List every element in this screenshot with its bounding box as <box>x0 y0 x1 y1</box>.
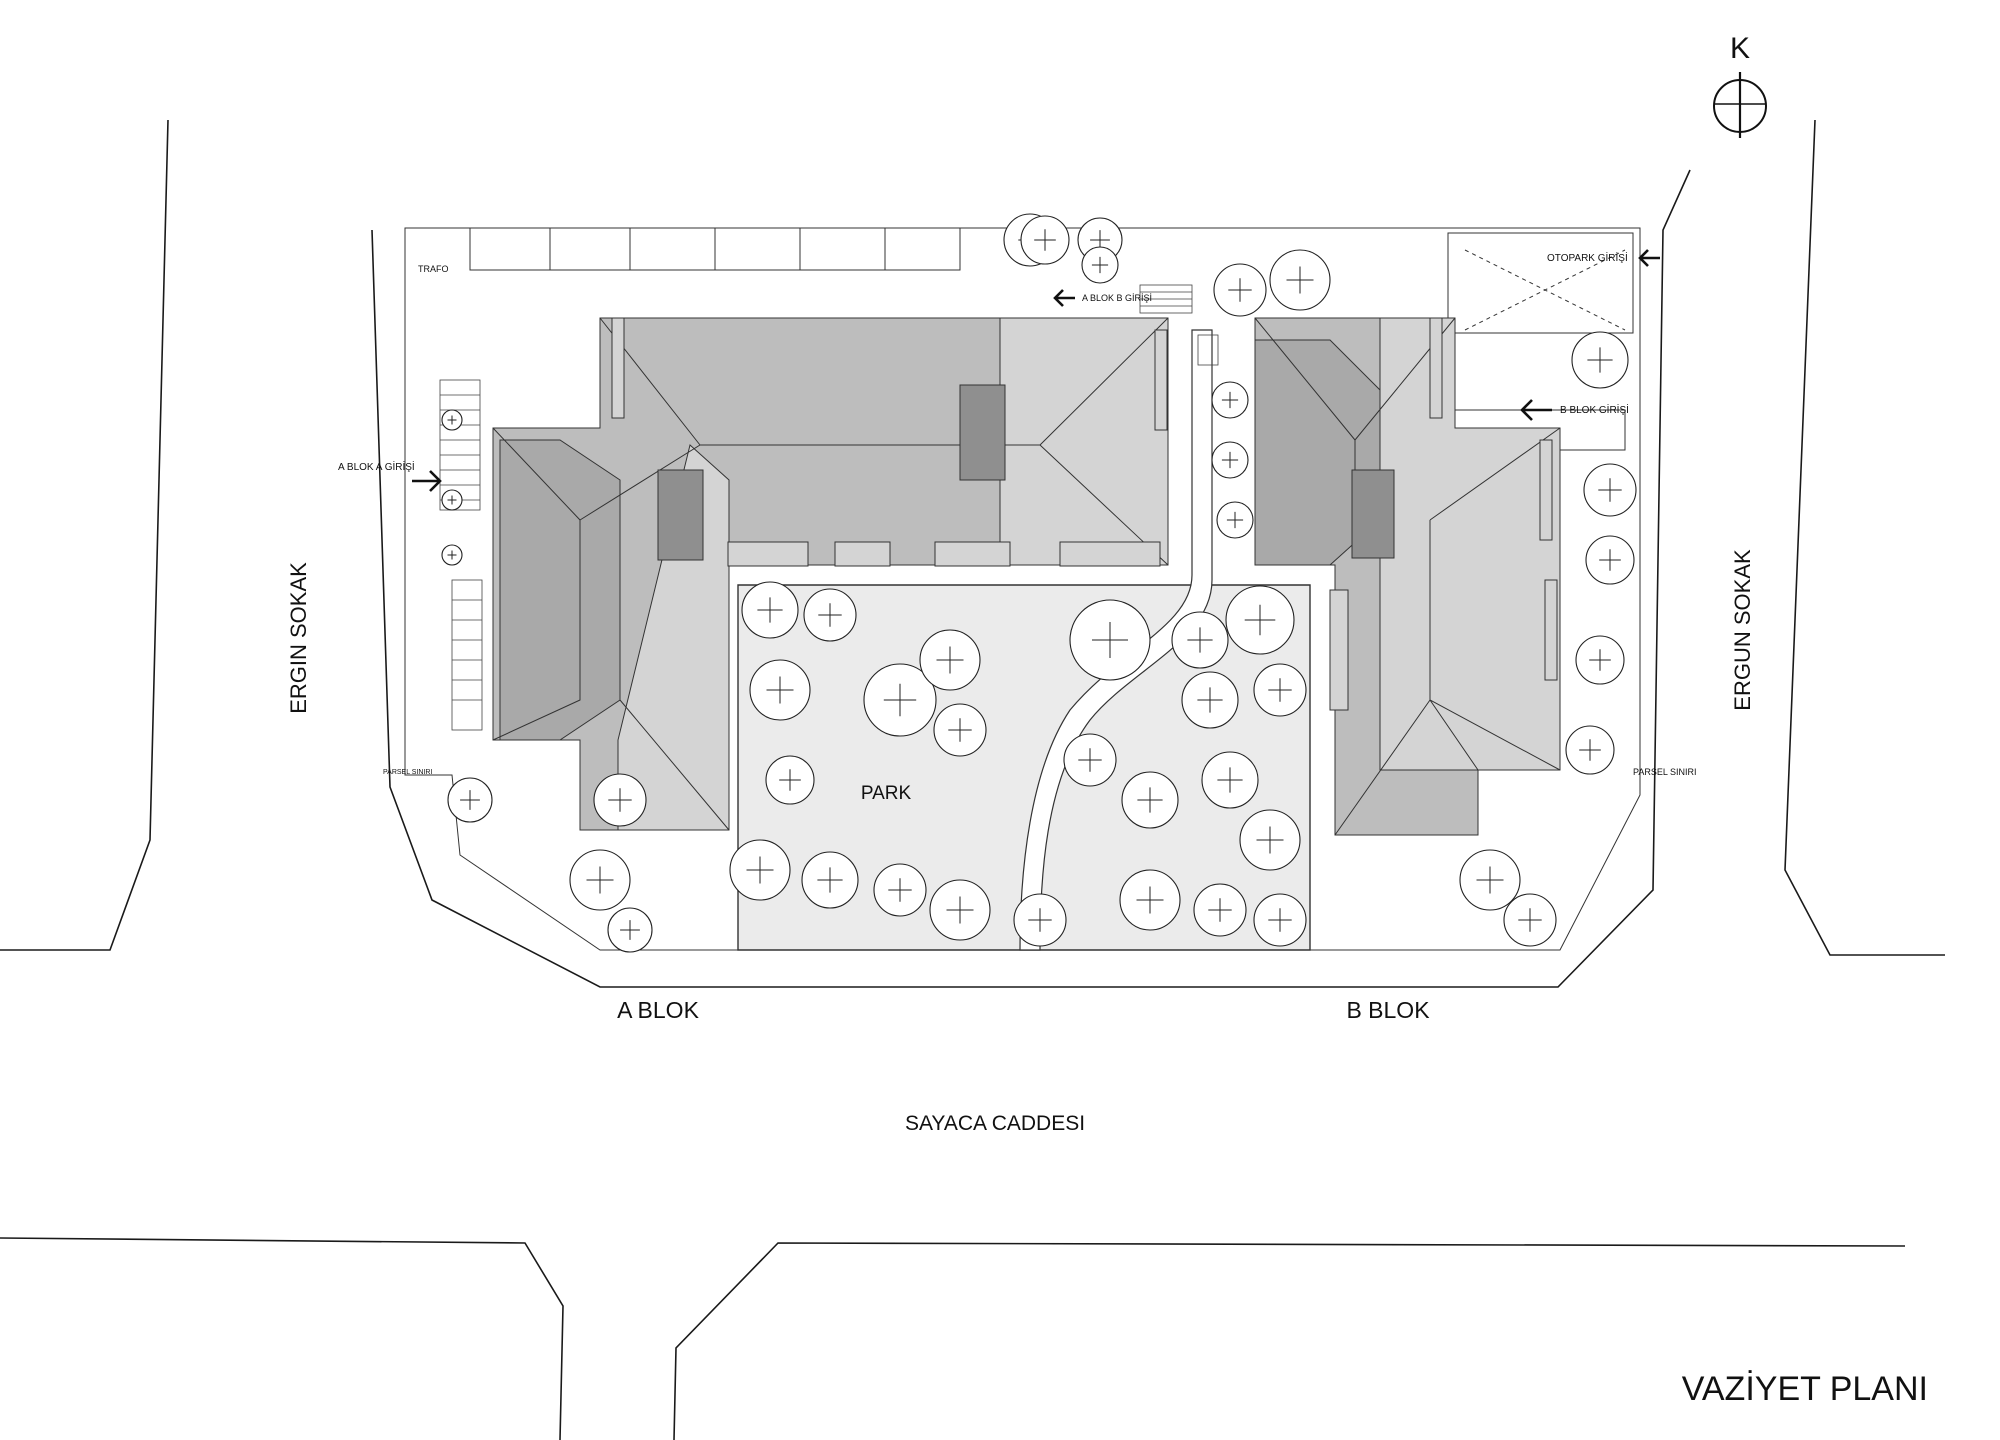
stairs <box>439 284 1219 731</box>
parcel-boundary <box>371 169 1691 988</box>
north-arrow-icon <box>1713 72 1767 138</box>
tree-trunk-mark <box>1599 549 1621 571</box>
tree-trunk-mark <box>946 896 974 924</box>
tree-trunk-mark <box>1226 511 1244 529</box>
tree-trunk-mark <box>1286 266 1314 294</box>
tree-trunk-mark <box>1136 886 1164 914</box>
tree-trunk-mark <box>757 597 783 623</box>
tree-trunk-mark <box>1221 391 1239 409</box>
tree-trunk-mark <box>883 683 917 717</box>
tree-trunk-mark <box>1228 278 1252 302</box>
tree-trunk-mark <box>817 867 843 893</box>
tree-trunk-mark <box>1268 678 1292 702</box>
west-street-label: ERGIN SOKAK <box>286 562 311 714</box>
tree-trunk-mark <box>1598 478 1622 502</box>
tree-trunk-mark <box>948 718 972 742</box>
a-block-label: A BLOK <box>617 997 699 1023</box>
b-block-label: B BLOK <box>1346 997 1430 1023</box>
a-block-roof <box>492 317 1169 831</box>
tree-trunk-mark <box>1197 687 1223 713</box>
tree-trunk-mark <box>779 769 801 791</box>
a-blok-a-girisi-label: A BLOK A GİRİŞİ <box>338 460 415 473</box>
trafo-label: TRAFO <box>418 264 449 274</box>
tree-trunk-mark <box>1244 604 1276 636</box>
tree-trunk-mark <box>1187 627 1213 653</box>
entrance-arrows <box>412 249 1660 492</box>
tree-trunk-mark <box>1476 866 1504 894</box>
tree-trunk-mark <box>1589 649 1611 671</box>
east-street-label: ERGUN SOKAK <box>1730 549 1755 711</box>
tree-trunk-mark <box>447 415 457 425</box>
street-lines <box>0 119 1945 1440</box>
tree-trunk-mark <box>1579 739 1601 761</box>
tree-trunk-mark <box>586 866 614 894</box>
otopark-girisi-label: OTOPARK GİRİŞİ <box>1547 251 1628 264</box>
tree-trunk-mark <box>1028 908 1052 932</box>
tree-trunk-mark <box>1092 622 1128 658</box>
tree-trunk-mark <box>460 790 480 810</box>
tree-trunk-mark <box>1268 908 1292 932</box>
parsel-siniri-left-label: PARSEL SINIRI <box>383 769 432 776</box>
b-blok-girisi-label: B BLOK GİRİŞİ <box>1560 403 1629 416</box>
plan-title: VAZİYET PLANI <box>1682 1370 1928 1408</box>
park-label: PARK <box>861 783 912 804</box>
b-block-roof <box>1254 317 1561 836</box>
north-label: K <box>1730 32 1750 65</box>
tree-trunk-mark <box>746 856 774 884</box>
tree-trunk-mark <box>620 920 640 940</box>
tree-trunk-mark <box>818 603 842 627</box>
tree-trunk-mark <box>936 646 964 674</box>
tree-trunk-mark <box>1091 256 1109 274</box>
tree-trunk-mark <box>1518 908 1542 932</box>
tree-trunk-mark <box>1034 229 1056 251</box>
tree-trunk-mark <box>608 788 632 812</box>
tree-canopy-group <box>441 213 1637 953</box>
tree-trunk-mark <box>1137 787 1163 813</box>
tree-trunk-mark <box>766 676 794 704</box>
tree-trunk-mark <box>1217 767 1243 793</box>
tree-trunk-mark <box>1256 826 1284 854</box>
tree-trunk-mark <box>447 550 457 560</box>
south-street-label: SAYACA CADDESI <box>905 1112 1085 1135</box>
tree-trunk-mark <box>1587 347 1613 373</box>
a-blok-b-girisi-label: A BLOK B GİRİŞİ <box>1082 293 1152 303</box>
tree-trunk-mark <box>888 878 912 902</box>
tree-trunk-mark <box>1078 748 1102 772</box>
tree-trunk-mark <box>1208 898 1232 922</box>
tree-trunk-mark <box>1221 451 1239 469</box>
parsel-siniri-right-label: PARSEL SINIRI <box>1633 767 1697 777</box>
tree-trunk-mark <box>447 495 457 505</box>
